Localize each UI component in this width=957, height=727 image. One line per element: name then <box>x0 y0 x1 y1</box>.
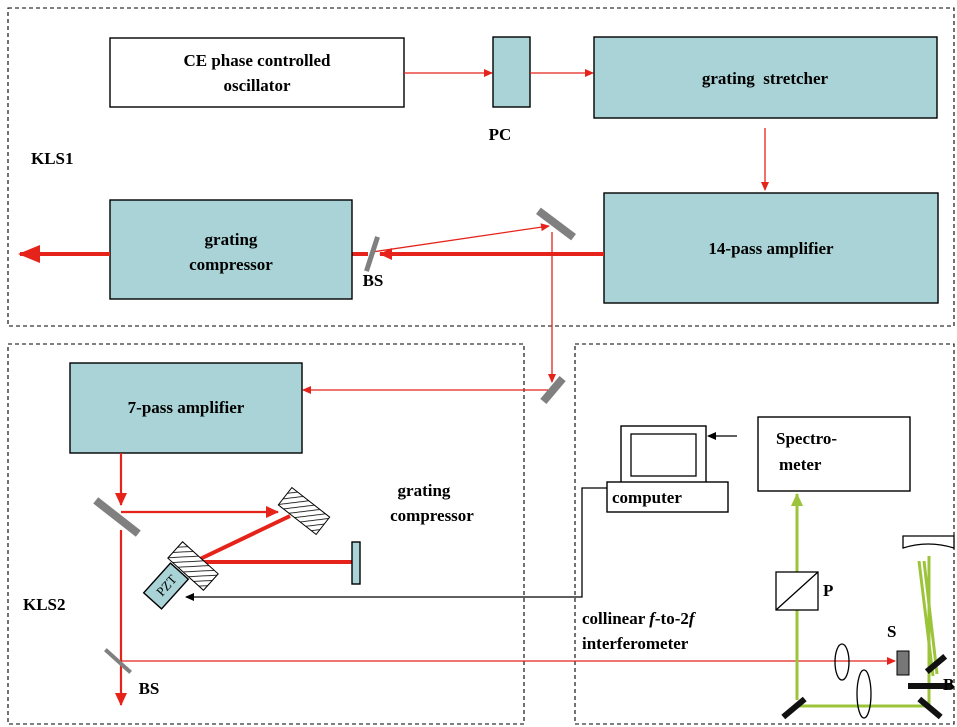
spectrometer-box <box>757 416 911 492</box>
curved-mirror <box>902 535 955 549</box>
green-beam-return <box>922 560 939 675</box>
grating-stretcher-box <box>593 36 938 119</box>
fold-mirror-bottom-right <box>917 696 943 720</box>
amplifier-14-pass-box <box>603 192 939 304</box>
dichroic-mirror-b <box>908 683 952 689</box>
bs1-label: BS <box>363 271 384 290</box>
beam-splitter-1 <box>364 236 380 272</box>
grating-compressor-2-label-line1: grating <box>398 481 451 500</box>
pzt-grating <box>167 541 219 591</box>
oscillator-label-line1: CE phase controlled <box>183 51 331 70</box>
pc-label: PC <box>489 125 512 144</box>
interferometer-f-italic: f <box>649 609 657 628</box>
end-mirror <box>351 541 361 585</box>
interferometer-to-2: -to-2 <box>655 609 689 628</box>
amplifier-7-pass-box <box>69 362 303 454</box>
grating-compressor-1-label-line1: grating <box>205 230 258 249</box>
crystal-s <box>896 650 910 676</box>
b-label: B <box>943 675 954 694</box>
polarizer-diagonal <box>775 571 819 611</box>
grating-upper <box>277 486 331 536</box>
beam-splitter-2 <box>104 648 132 674</box>
grating-stretcher-label: grating stretcher <box>702 69 829 88</box>
grating-compressor-1-box <box>109 199 353 300</box>
computer-screen <box>630 433 697 477</box>
interferometer-region <box>574 343 955 725</box>
amplifier-14-pass-label: 14-pass amplifier <box>708 239 834 258</box>
kls1-region <box>7 7 955 327</box>
spectrometer-label-line2: meter <box>779 455 822 474</box>
spectrometer-label-line1: Spectro- <box>776 429 837 448</box>
mirror-3 <box>93 497 141 537</box>
computer-base <box>606 481 729 513</box>
mirror-1 <box>536 207 576 241</box>
grating-compressor-1-label-line2: compressor <box>189 255 273 274</box>
beam-bs-to-mirror1 <box>371 223 550 253</box>
bs2-label: BS <box>139 679 160 698</box>
polarizer-label: P <box>823 581 833 600</box>
beam-grating-to-pzt <box>197 514 291 562</box>
green-beam-to-mirror <box>917 560 935 677</box>
pockels-cell <box>492 36 531 108</box>
computer-label: computer <box>612 488 682 507</box>
pzt-actuator <box>142 562 190 610</box>
mirror-2 <box>540 375 566 405</box>
feedback-line-to-pzt <box>185 487 607 601</box>
interferometer-word-collinear: collinear <box>582 609 649 628</box>
grating-compressor-2-label-line2: compressor <box>390 506 474 525</box>
kls2-label: KLS2 <box>23 595 66 614</box>
interferometer-label-line2: interferometer <box>582 634 689 653</box>
interferometer-f2-italic: f <box>689 609 697 628</box>
oscillator-label-line2: oscillator <box>223 76 290 95</box>
interferometer-label-line1: collinear f-to-2f <box>582 609 697 628</box>
fold-mirror-bottom-left <box>781 696 807 720</box>
amplifier-7-pass-label: 7-pass amplifier <box>128 398 245 417</box>
lens-2 <box>856 669 872 719</box>
kls1-label: KLS1 <box>31 149 74 168</box>
oscillator-box <box>109 37 405 108</box>
dichroic-mirror-upper <box>924 653 948 675</box>
crystal-s-label: S <box>887 622 896 641</box>
lens-1 <box>834 643 850 681</box>
